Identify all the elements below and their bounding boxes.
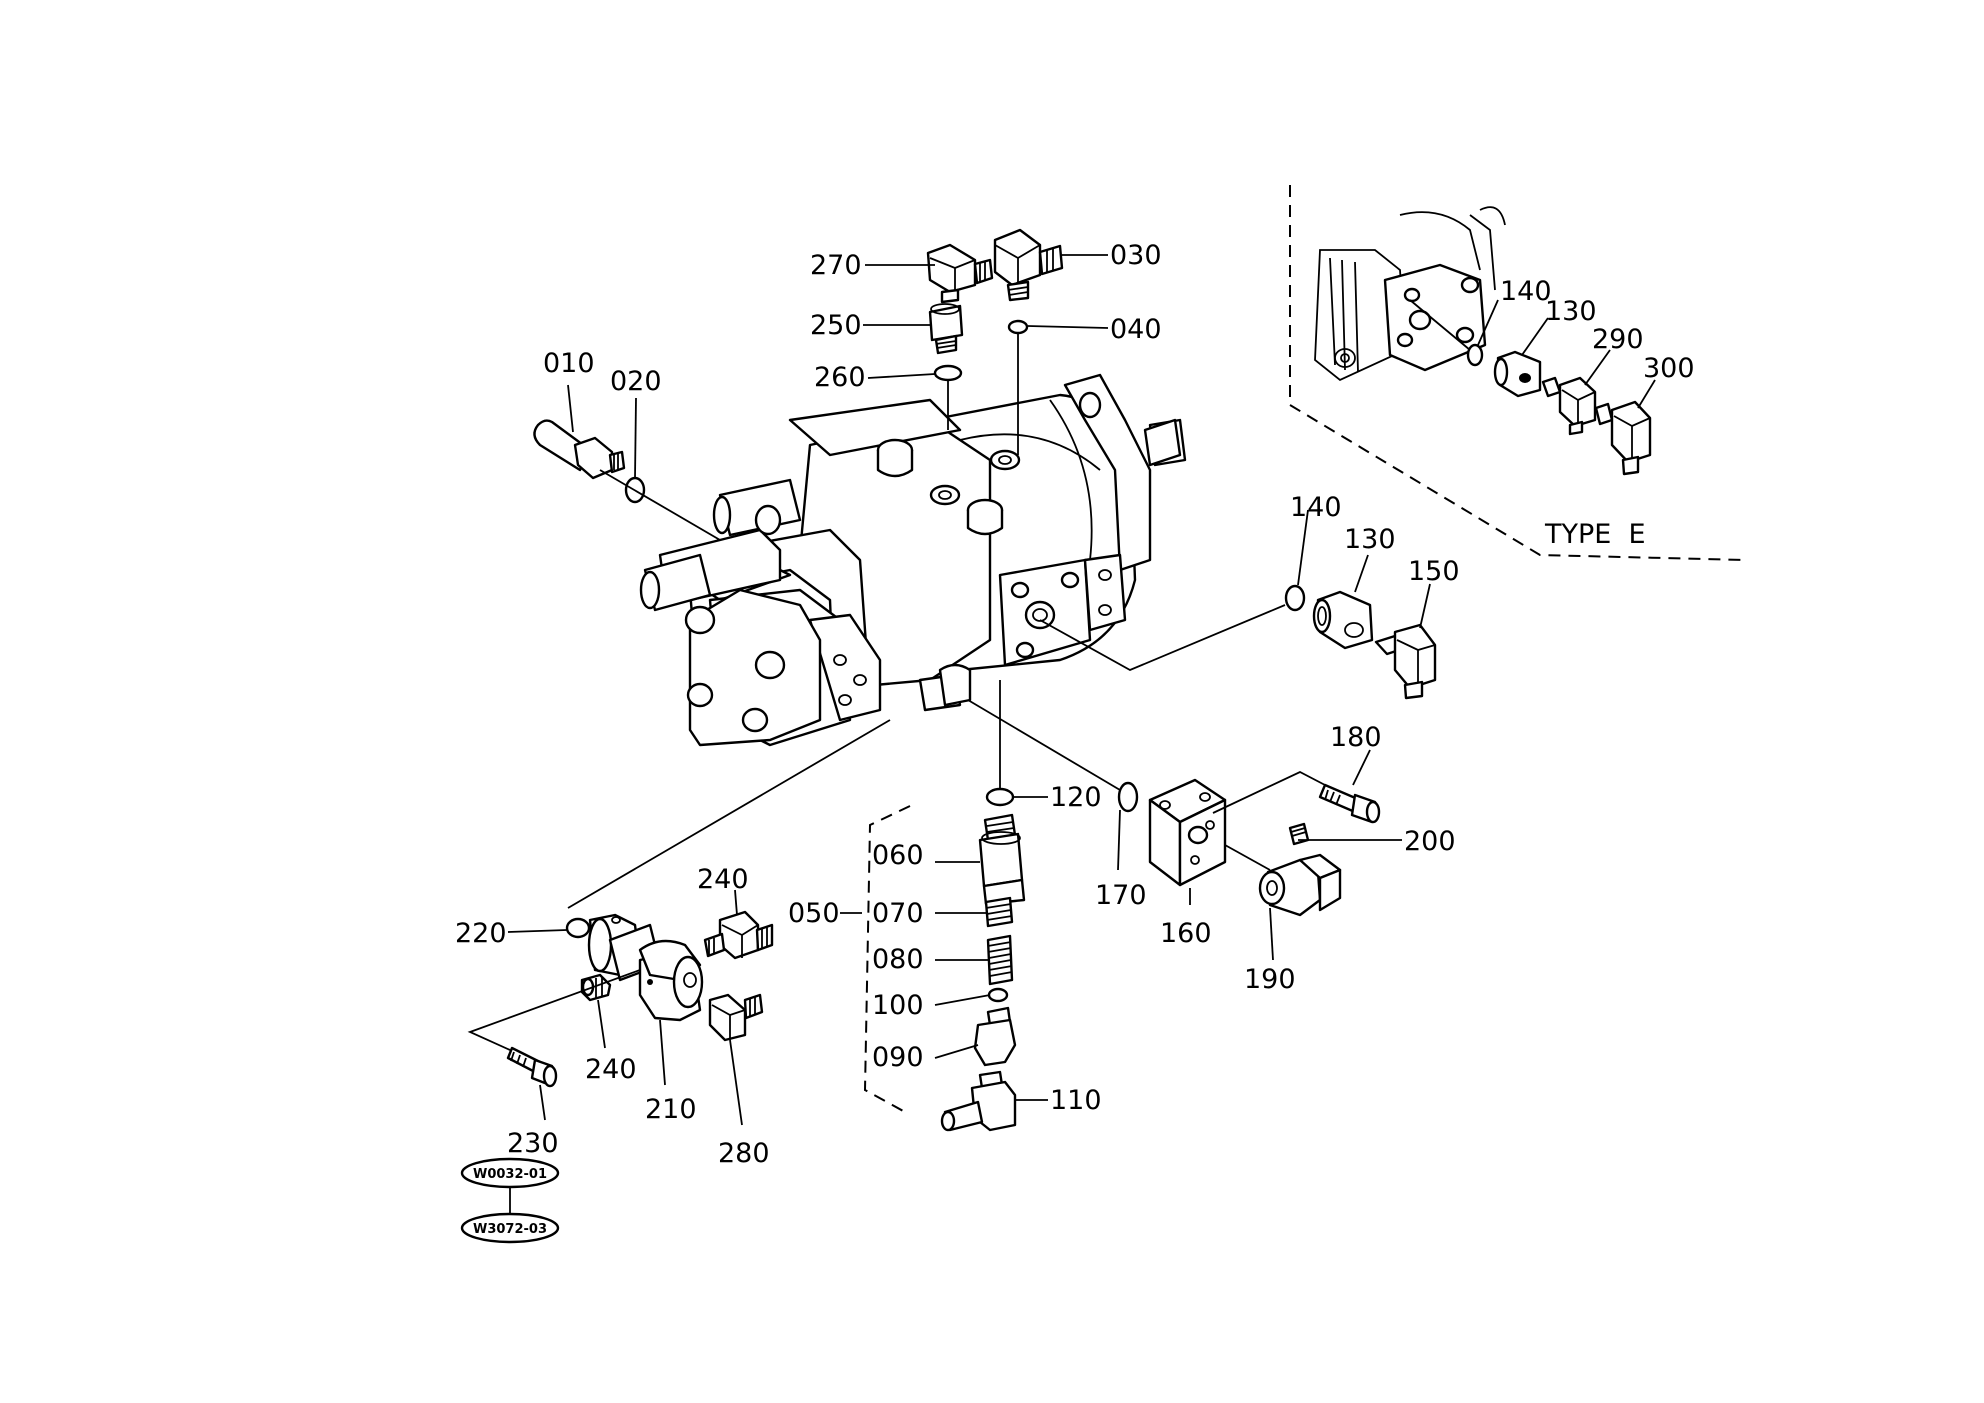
relief-valve-050-bracket — [863, 805, 911, 1113]
label-220: 220 — [455, 918, 507, 949]
label-140: 140 — [1290, 492, 1342, 523]
type-e-inset — [1289, 185, 1746, 561]
label-270: 270 — [810, 250, 862, 281]
label-160: 160 — [1160, 918, 1212, 949]
plug-010 — [533, 419, 626, 480]
inset-label-290: 290 — [1592, 324, 1644, 355]
reference-code-1: W0032-01 — [473, 1167, 547, 1182]
manifold-block-160 — [1148, 778, 1227, 887]
label-240-top: 240 — [697, 864, 749, 895]
fitting-240-bottom — [580, 973, 612, 1002]
elbow-fitting-030 — [993, 228, 1064, 302]
o-ring-220 — [565, 917, 591, 939]
label-260: 260 — [814, 362, 866, 393]
elbow-fitting-150 — [1374, 623, 1437, 700]
label-250: 250 — [810, 310, 862, 341]
label-020: 020 — [610, 366, 662, 397]
inset-label-300: 300 — [1643, 353, 1695, 384]
label-090: 090 — [872, 1042, 924, 1073]
plug-090 — [973, 1006, 1017, 1067]
inset-label-140: 140 — [1500, 276, 1552, 307]
type-e-caption: TYPE E — [1544, 519, 1646, 550]
connector-body-210 — [587, 913, 704, 1022]
elbow-fitting-270 — [926, 243, 994, 304]
o-ring-120 — [985, 787, 1015, 807]
bolt-180 — [1318, 783, 1381, 824]
inset-o-ring-140 — [1466, 343, 1484, 367]
plug-200 — [1288, 822, 1310, 846]
label-030: 030 — [1110, 240, 1162, 271]
o-ring-040 — [1007, 319, 1029, 335]
leader-lines — [467, 254, 1656, 1215]
reference-oval-1 — [460, 1157, 560, 1189]
valve-body-060 — [978, 813, 1026, 906]
part-number-labels: 270 250 260 030 040 010 020 140 130 150 … — [455, 240, 1695, 1169]
label-120: 120 — [1050, 782, 1102, 813]
o-ring-260 — [933, 364, 963, 382]
label-050: 050 — [788, 898, 840, 929]
reference-codes: W0032-01 W3072-03 — [460, 1157, 560, 1244]
label-150: 150 — [1408, 556, 1460, 587]
bolt-230 — [506, 1046, 558, 1088]
label-070: 070 — [872, 898, 924, 929]
inset-tee-290 — [1541, 376, 1597, 436]
label-080: 080 — [872, 944, 924, 975]
reference-oval-2 — [460, 1212, 560, 1244]
label-110: 110 — [1050, 1085, 1102, 1116]
inset-elbow-300 — [1594, 400, 1652, 476]
reference-code-2: W3072-03 — [473, 1222, 547, 1237]
label-100: 100 — [872, 990, 924, 1021]
label-210: 210 — [645, 1094, 697, 1125]
adapter-130 — [1312, 590, 1374, 650]
tee-fitting-190 — [1258, 853, 1342, 917]
elbow-fitting-280 — [708, 993, 764, 1042]
o-ring-100 — [987, 987, 1009, 1003]
elbow-fitting-110 — [940, 1070, 1017, 1132]
label-240-bottom: 240 — [585, 1054, 637, 1085]
label-060: 060 — [872, 840, 924, 871]
label-180: 180 — [1330, 722, 1382, 753]
inset-adapter-130 — [1493, 350, 1542, 398]
label-040: 040 — [1110, 314, 1162, 345]
poppet-070 — [984, 896, 1014, 928]
label-190: 190 — [1244, 964, 1296, 995]
label-130: 130 — [1344, 524, 1396, 555]
o-ring-170 — [1117, 781, 1139, 813]
label-230: 230 — [507, 1128, 559, 1159]
label-200: 200 — [1404, 826, 1456, 857]
inset-label-130: 130 — [1545, 296, 1597, 327]
label-170: 170 — [1095, 880, 1147, 911]
label-280: 280 — [718, 1138, 770, 1169]
label-010: 010 — [543, 348, 595, 379]
o-ring-140 — [1284, 584, 1306, 612]
elbow-fitting-240-top — [703, 910, 774, 960]
hydraulic-pump-assembly — [639, 373, 1187, 747]
adapter-250 — [928, 303, 964, 355]
spring-080 — [986, 934, 1014, 986]
